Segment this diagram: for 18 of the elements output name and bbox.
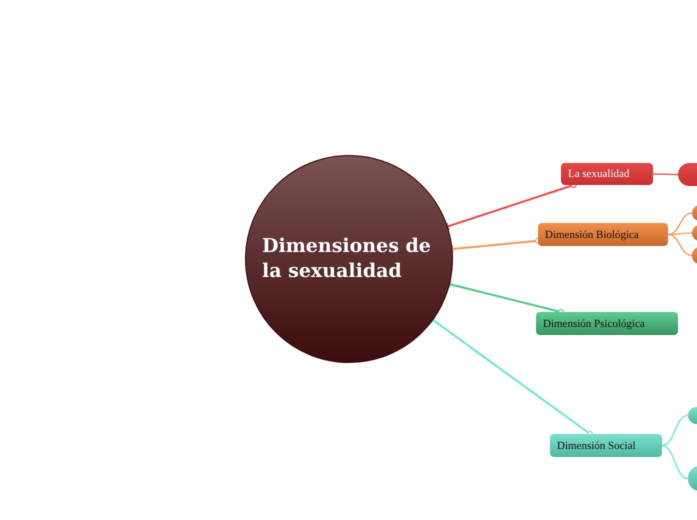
topic-box [538, 223, 668, 246]
topic-box [536, 312, 678, 335]
connector [448, 280, 564, 315]
topic-box [550, 434, 662, 457]
topic-label: Dimensión Biológica [545, 228, 639, 240]
branch-line [653, 173, 678, 176]
branch-line [662, 414, 688, 446]
connector [446, 182, 577, 231]
branch-line [668, 232, 692, 236]
connector [430, 316, 594, 437]
topic-label: Dimensión Psicológica [543, 318, 645, 330]
topic-label: La sexualidad [568, 168, 630, 180]
topic-box [561, 163, 653, 185]
branch-line [668, 234, 692, 256]
branch-line [662, 444, 688, 480]
central-topic-title: Dimensiones de la sexualidad [262, 234, 432, 284]
topic-label: Dimensión Social [557, 440, 636, 452]
branch-line [668, 212, 692, 236]
